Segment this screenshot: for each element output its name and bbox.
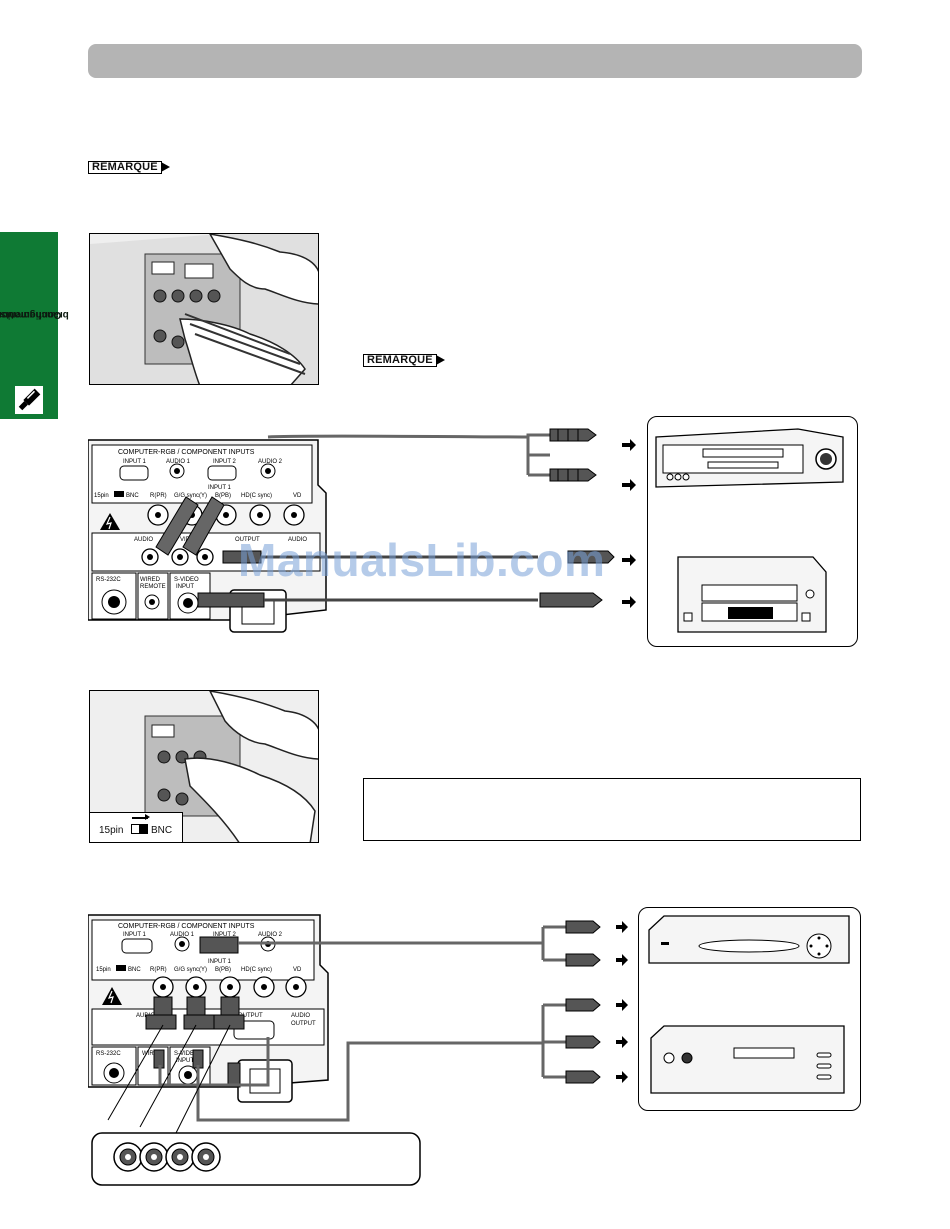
remark-label: REMARQUE [363, 353, 437, 367]
arrow-icon [435, 355, 445, 365]
arrow-icon [160, 162, 170, 172]
panel2-svideo-input-label: INPUT [176, 1058, 194, 1064]
switch-left-label: 15pin [99, 825, 124, 836]
panel2-output2-label: OUTPUT [291, 1021, 316, 1027]
panel2-hd-label: HD(C sync) [241, 967, 272, 973]
bnc-label: BNC [126, 493, 139, 499]
switch-right-label: BNC [151, 825, 173, 836]
chapter-title: Configuration etbranchements [0, 254, 69, 374]
panel2-input1b-label: INPUT 1 [208, 959, 232, 965]
rpr-label: R(PR) [150, 493, 167, 499]
bpb-label: B(PB) [215, 493, 231, 499]
device-panel-component-sources [638, 907, 861, 1111]
panel2-input1-label: INPUT 1 [123, 932, 147, 938]
wired-label: WIRED [140, 577, 161, 583]
remark-tag: REMARQUE [363, 353, 445, 367]
panel2-bnc-label: BNC [128, 967, 141, 973]
connection-diagram-video: COMPUTER-RGB / COMPONENT INPUTS INPUT 1 … [88, 428, 636, 633]
panel2-svideo-label: S-VIDEO [174, 1051, 199, 1057]
vd-label: VD [293, 493, 302, 499]
connection-diagram-component: COMPUTER-RGB / COMPONENT INPUTS INPUT 1 … [88, 914, 628, 1186]
slide-switch-icon [131, 824, 148, 834]
section-header-bar [88, 44, 862, 78]
panel2-output-label: OUTPUT [238, 1013, 263, 1019]
audio-out-label: AUDIO [288, 537, 307, 543]
note-box [363, 778, 861, 841]
panel-header-label: COMPUTER-RGB / COMPONENT INPUTS [118, 449, 255, 456]
remote-label: REMOTE [140, 584, 166, 590]
svideo-label: S-VIDEO [174, 577, 199, 583]
panel2-input2-label: INPUT 2 [213, 932, 237, 938]
panel2-wired-label: WIRED [142, 1051, 163, 1057]
panel2-audio1-label: AUDIO 1 [170, 932, 195, 938]
svideo-input-label: INPUT [176, 584, 194, 590]
panel2-audio-out-label: AUDIO [291, 1013, 310, 1019]
panel2-rpr-label: R(PR) [150, 967, 167, 973]
plug-pen-icon [15, 386, 43, 414]
audio1-label: AUDIO 1 [166, 459, 191, 465]
input1-label: INPUT 1 [123, 459, 147, 465]
panel2-rs232-label: RS-232C [96, 1051, 121, 1057]
remark-label: REMARQUE [88, 160, 162, 174]
arrow-right-icon [132, 814, 150, 820]
output-label: OUTPUT [235, 537, 260, 543]
hd-label: HD(C sync) [241, 493, 272, 499]
input2-label: INPUT 2 [213, 459, 237, 465]
device-panel-video-sources [647, 416, 858, 647]
panel2-audio2-label: AUDIO 2 [258, 932, 283, 938]
panel2-vd-label: VD [293, 967, 302, 973]
audio2-label: AUDIO 2 [258, 459, 283, 465]
15pin-label: 15pin [94, 493, 109, 499]
panel2-bpb-label: B(PB) [215, 967, 231, 973]
input-switch-indicator: 15pin BNC [89, 812, 183, 843]
chapter-side-tab: Configuration etbranchements [0, 232, 69, 419]
gsync-label: G/G sync(Y) [174, 493, 207, 499]
audio-label: AUDIO [134, 537, 153, 543]
rs232-label: RS-232C [96, 577, 121, 583]
remark-tag: REMARQUE [88, 160, 170, 174]
photo-cable-connection-1 [89, 233, 319, 385]
panel2-gsync-label: G/G sync(Y) [174, 967, 207, 973]
chapter-title-line2: branchements [0, 309, 70, 320]
watermark-text: ManualsLib.com [238, 534, 606, 586]
input1b-label: INPUT 1 [208, 485, 232, 491]
panel2-header-label: COMPUTER-RGB / COMPONENT INPUTS [118, 923, 255, 930]
panel2-15pin-label: 15pin [96, 967, 111, 973]
